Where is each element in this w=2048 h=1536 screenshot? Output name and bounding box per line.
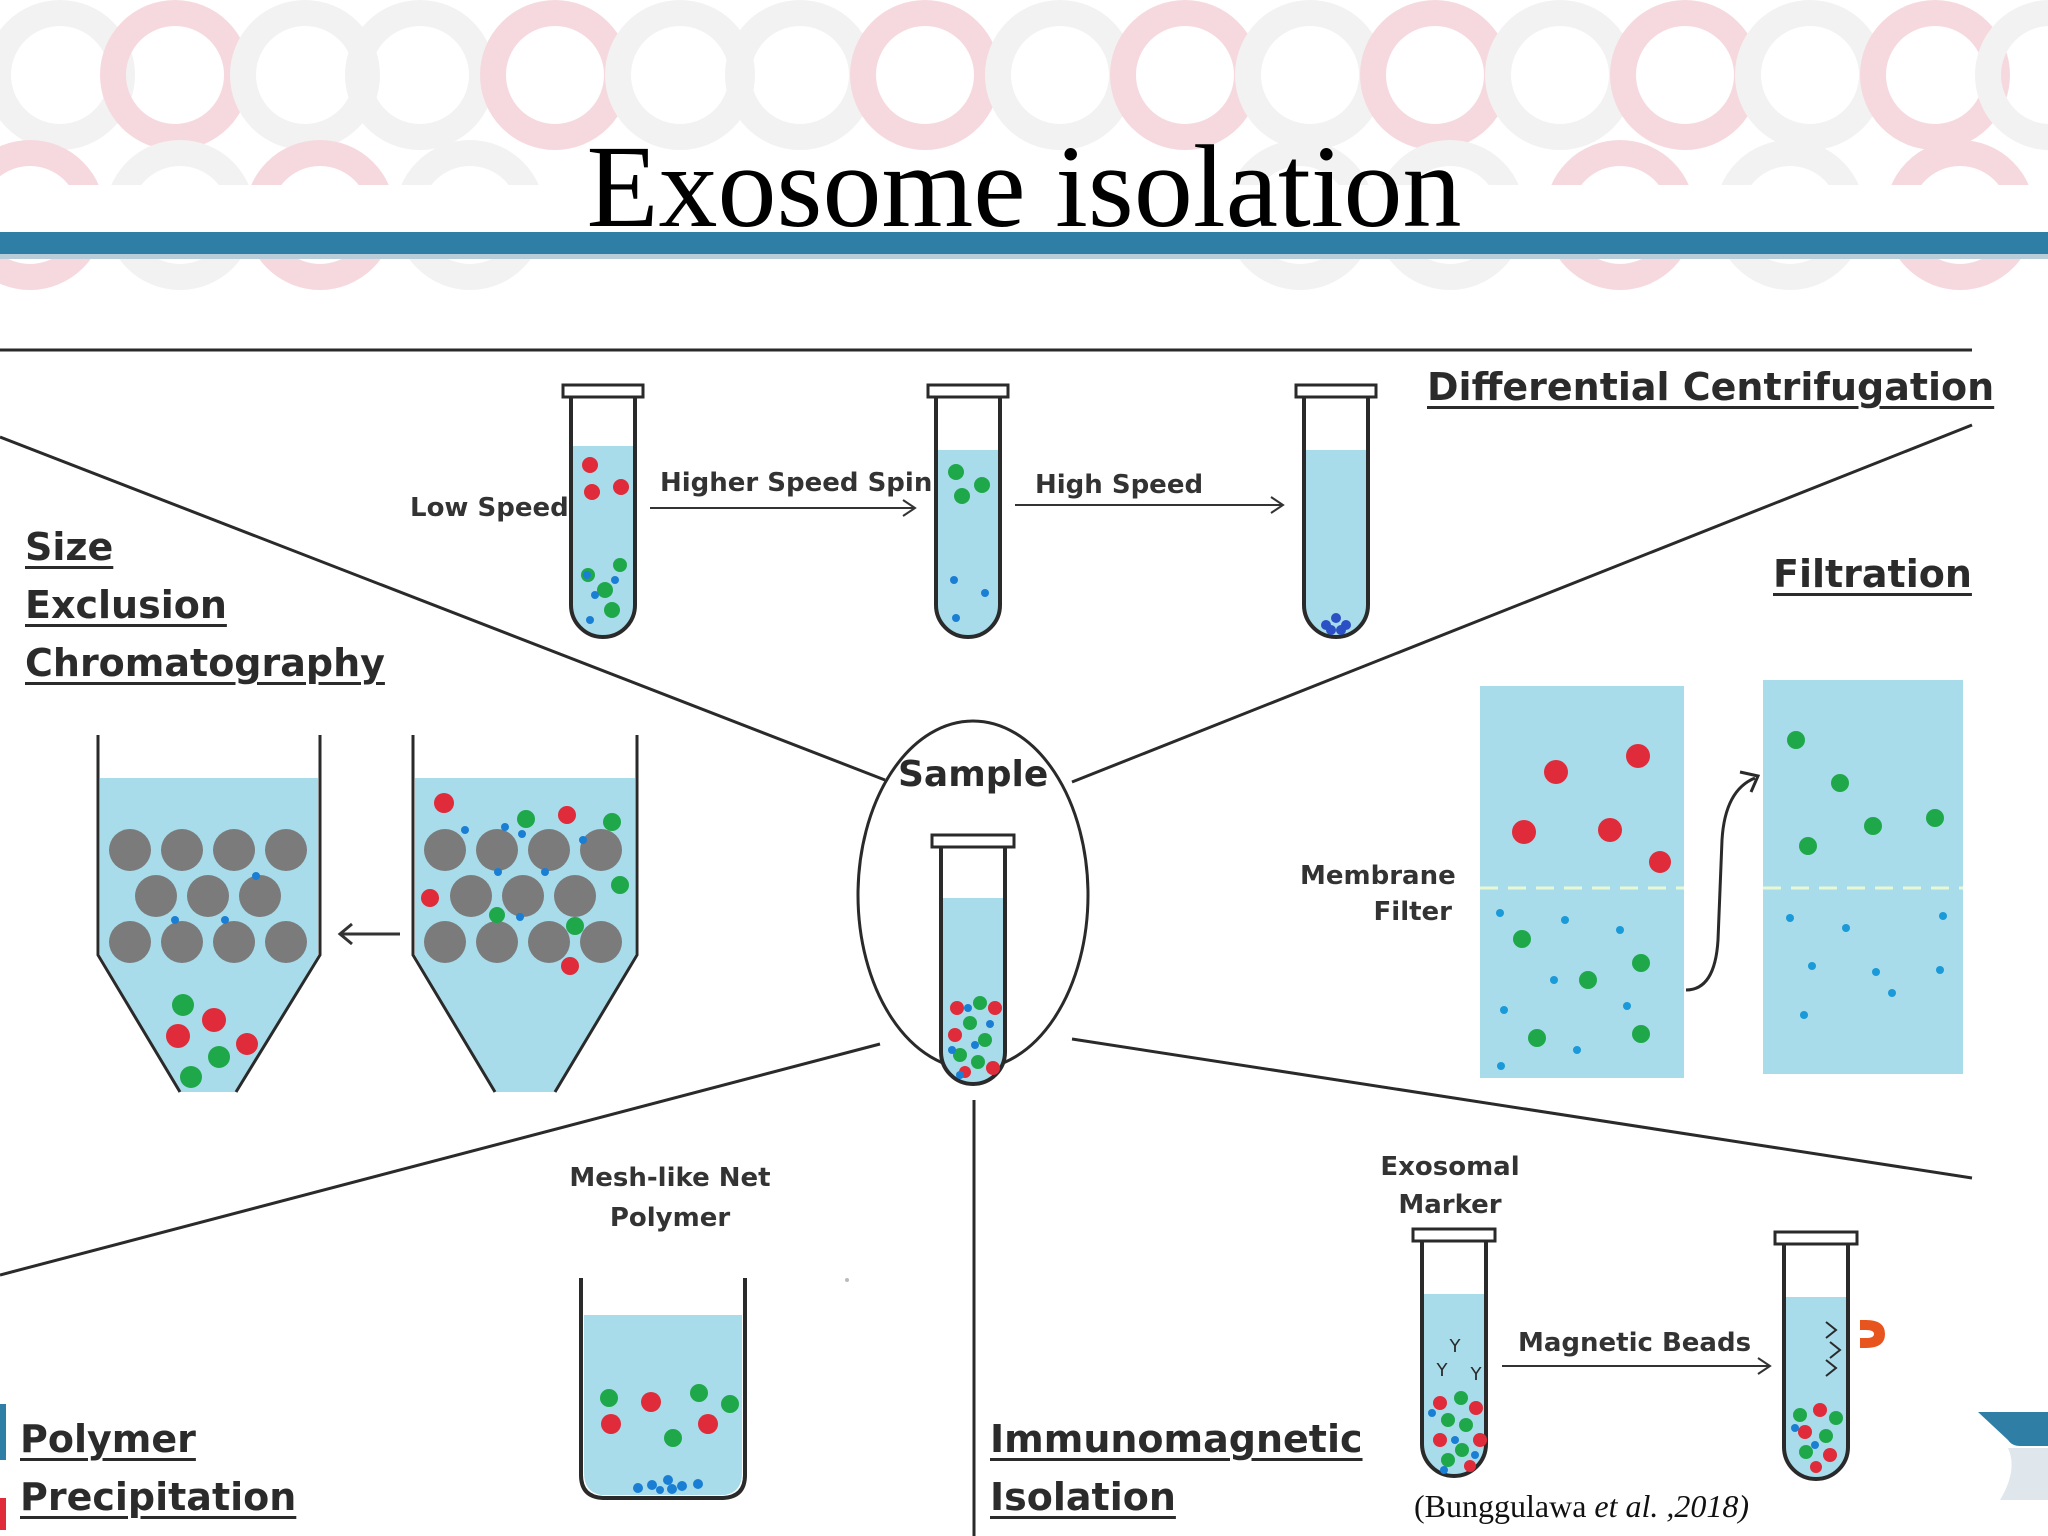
sample-label: Sample [898, 754, 1049, 795]
heading-line: Precipitation [20, 1475, 297, 1519]
label-line: Marker [1398, 1190, 1502, 1220]
heading-filtration: Filtration [1773, 552, 1972, 596]
label-line: Exosomal [1380, 1152, 1520, 1182]
sample-tube [930, 833, 1016, 1086]
magnetic-beads-label: Magnetic Beads [1518, 1328, 1752, 1358]
centrifuge-tube-low-speed [561, 383, 645, 639]
sec-column-right [411, 735, 639, 1093]
label-line: Membrane [1300, 861, 1456, 891]
centrifuge-tube-high-speed [1294, 383, 1378, 639]
heading-line: Immunomagnetic [990, 1417, 1363, 1461]
citation-author: (Bunggulawa [1414, 1488, 1595, 1524]
svg-text:Y: Y [1470, 1364, 1483, 1385]
diagram-lines [0, 348, 1973, 1536]
label-line: Polymer [609, 1203, 731, 1233]
polymer-beaker [579, 1278, 747, 1500]
step-label-high-speed: High Speed [1035, 470, 1204, 500]
citation: (Bunggulawa et al. ,2018) [1414, 1488, 1749, 1525]
citation-year: ,2018) [1658, 1488, 1750, 1524]
filtration-arrow [1685, 776, 1756, 992]
heading-line: Exclusion [25, 583, 227, 627]
step-arrows [650, 496, 1285, 517]
heading-line: Size [25, 525, 114, 569]
sec-column-left [96, 735, 322, 1093]
membrane-filter-label: Membrane Filter [1300, 858, 1456, 930]
heading-polymer-precipitation: Polymer Precipitation [20, 1410, 296, 1526]
step-label-higher-speed-spin: Higher Speed Spin [660, 468, 933, 498]
slide-title: Exosome isolation [586, 121, 1462, 252]
filtration-panel-before [1480, 686, 1684, 1078]
label-line: Mesh-like Net [569, 1163, 771, 1193]
corner-decoration [1978, 1412, 2048, 1446]
svg-text:Y: Y [1449, 1336, 1462, 1357]
step-label-low-speed: Low Speed [410, 493, 569, 523]
filtration-panel-after [1763, 680, 1963, 1074]
centrifuge-tube-higher-speed [926, 383, 1010, 639]
sec-arrow [337, 922, 400, 946]
heading-line: Polymer [20, 1417, 196, 1461]
svg-text:Y: Y [1436, 1360, 1449, 1381]
immuno-tube-beads [1773, 1230, 1859, 1481]
heading-size-exclusion-chromatography: Size Exclusion Chromatography [25, 518, 385, 692]
citation-etal: et al. [1594, 1488, 1659, 1524]
heading-line: Chromatography [25, 641, 385, 685]
exosomal-marker-label: Exosomal Marker [1370, 1148, 1530, 1224]
label-line: Filter [1373, 897, 1452, 927]
beads-arrow [1502, 1357, 1772, 1375]
mesh-polymer-label: Mesh-like Net Polymer [560, 1158, 780, 1238]
magnet-icon [1860, 1320, 1885, 1348]
immuno-tube-marker: Y Y Y [1411, 1227, 1497, 1478]
heading-line: Isolation [990, 1475, 1176, 1519]
header-bar [0, 232, 2048, 254]
heading-immunomagnetic-isolation: Immunomagnetic Isolation [990, 1410, 1363, 1526]
heading-differential-centrifugation: Differential Centrifugation [1427, 365, 1995, 409]
